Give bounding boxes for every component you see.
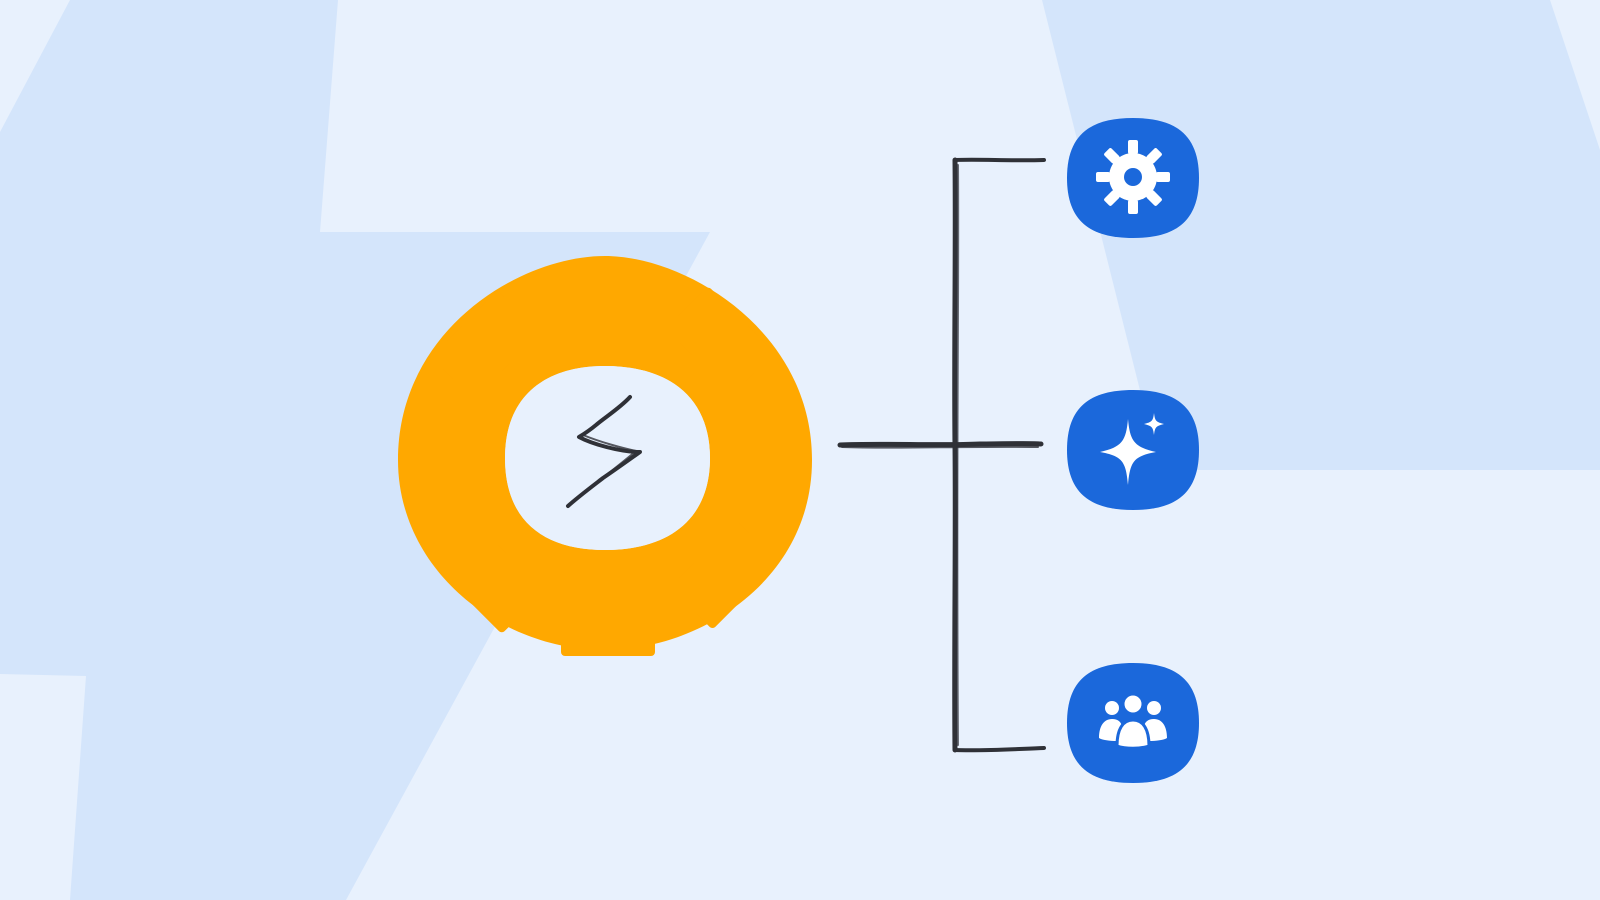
sparkle-stars-icon [1100, 413, 1164, 485]
connector-branch-top [953, 157, 1046, 163]
gear-lightning-node [398, 256, 812, 656]
background-shape-left [0, 0, 710, 900]
connector-horizontal-main [837, 441, 1044, 448]
connector-bracket [837, 157, 1046, 753]
branch-badge-sparkle [1066, 389, 1200, 511]
settings-gear-icon [1096, 140, 1170, 214]
connector-branch-bottom [953, 746, 1046, 753]
branch-badge-settings [1066, 117, 1200, 239]
gear-icon [398, 256, 812, 656]
connector-vertical [952, 157, 958, 753]
background-shape-right [1042, 0, 1600, 470]
branch-badge-people [1066, 662, 1200, 784]
people-group-icon [1099, 692, 1167, 750]
